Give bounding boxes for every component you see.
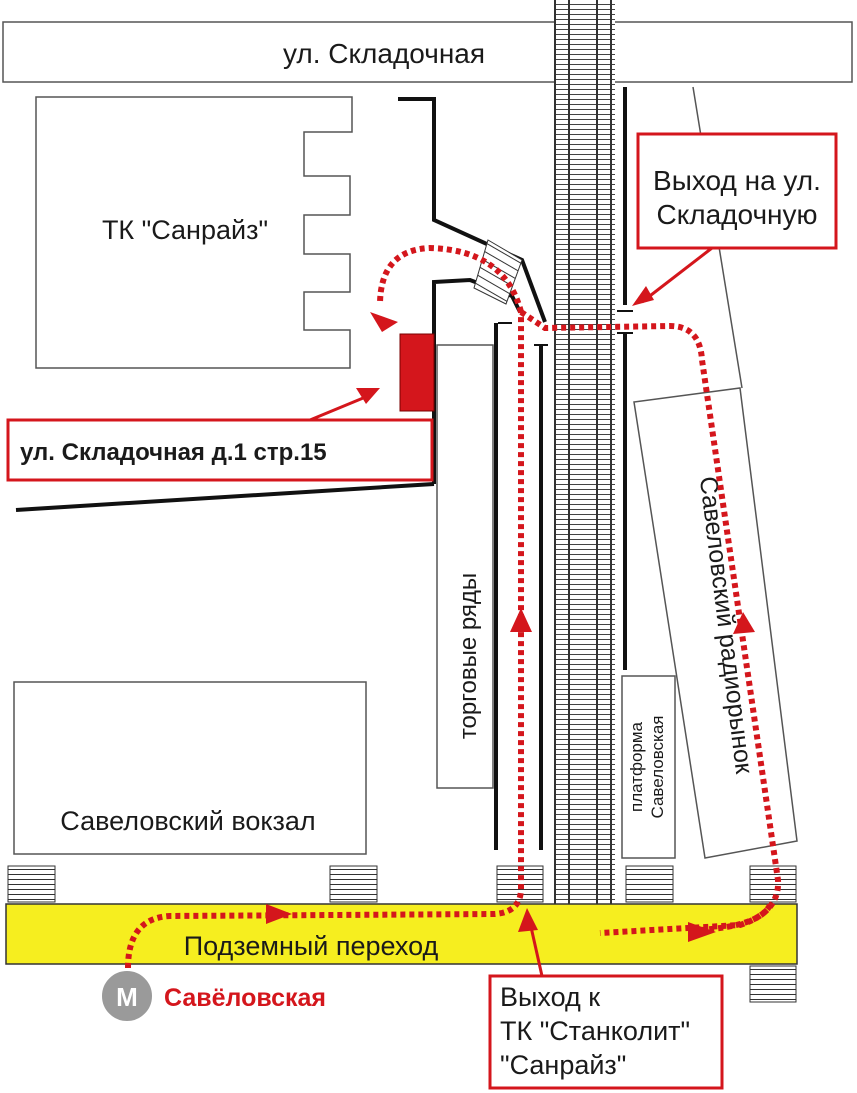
tc-sunrise-building <box>35 96 353 369</box>
stairs-blocks <box>7 865 797 1003</box>
street-top-label: ул. Складочная <box>283 38 485 69</box>
radio-market-building <box>633 387 798 859</box>
exit-street-line2: Складочную <box>656 199 817 230</box>
destination-building <box>399 333 435 412</box>
platform-label-line1: платформа <box>627 721 646 812</box>
exit-tc-line1: Выход к <box>500 982 600 1012</box>
railway-tracks <box>554 0 615 910</box>
station-building <box>13 681 367 855</box>
metro-icon-letter: М <box>116 982 138 1012</box>
station-label: Савеловский вокзал <box>60 806 315 836</box>
underpass-label: Подземный переход <box>184 931 439 961</box>
callout-address: ул. Складочная д.1 стр.15 <box>6 388 434 482</box>
trade-rows-label: торговые ряды <box>455 573 482 739</box>
metro-sign: М <box>100 969 154 1023</box>
platform-label-line2: Савеловская <box>648 715 667 818</box>
tc-sunrise-label: ТК "Санрайз" <box>102 215 268 245</box>
exit-street-line1: Выход на ул. <box>653 165 821 196</box>
platform-building <box>621 675 676 859</box>
callout-exit-tc: Выход к ТК "Станколит" "Санрайз" <box>488 908 724 1090</box>
exit-tc-line3: "Санрайз" <box>500 1050 626 1080</box>
route-arrows <box>266 312 755 942</box>
street-skladochnaya <box>2 21 853 83</box>
exit-tc-line2: ТК "Станколит" <box>500 1016 690 1046</box>
trade-rows-building <box>436 344 494 789</box>
callout-exit-street: Выход на ул. Складочную <box>632 132 838 306</box>
address-label: ул. Складочная д.1 стр.15 <box>20 439 327 466</box>
metro-station-name: Савёловская <box>164 984 326 1012</box>
